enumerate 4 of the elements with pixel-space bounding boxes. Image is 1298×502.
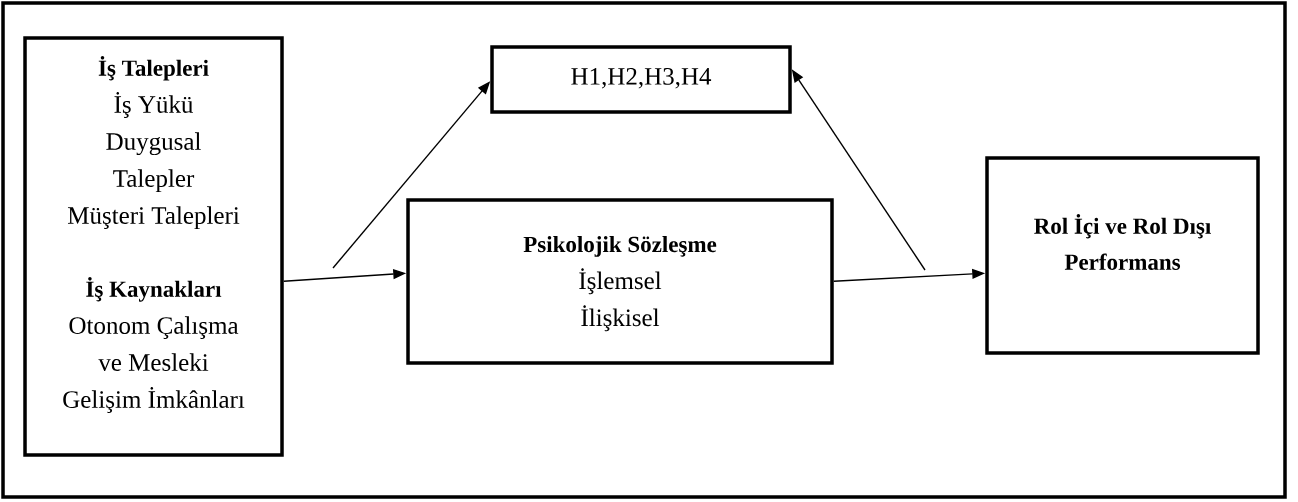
hypothesis-box: H1,H2,H3,H4 [490,45,792,114]
concept-box: İş Talepleri İş Yükü Duygusal Talepler Müşteri Talepleri İş Kaynakları Otonom Çalışma ve Mesleki Gelişim İmkânları [23,36,284,457]
concept-box: Rol İçi ve Rol Dışı Performans [985,156,1260,355]
concept-box: Psikolojik Sözleşme İşlemsel İlişkisel [406,198,834,365]
